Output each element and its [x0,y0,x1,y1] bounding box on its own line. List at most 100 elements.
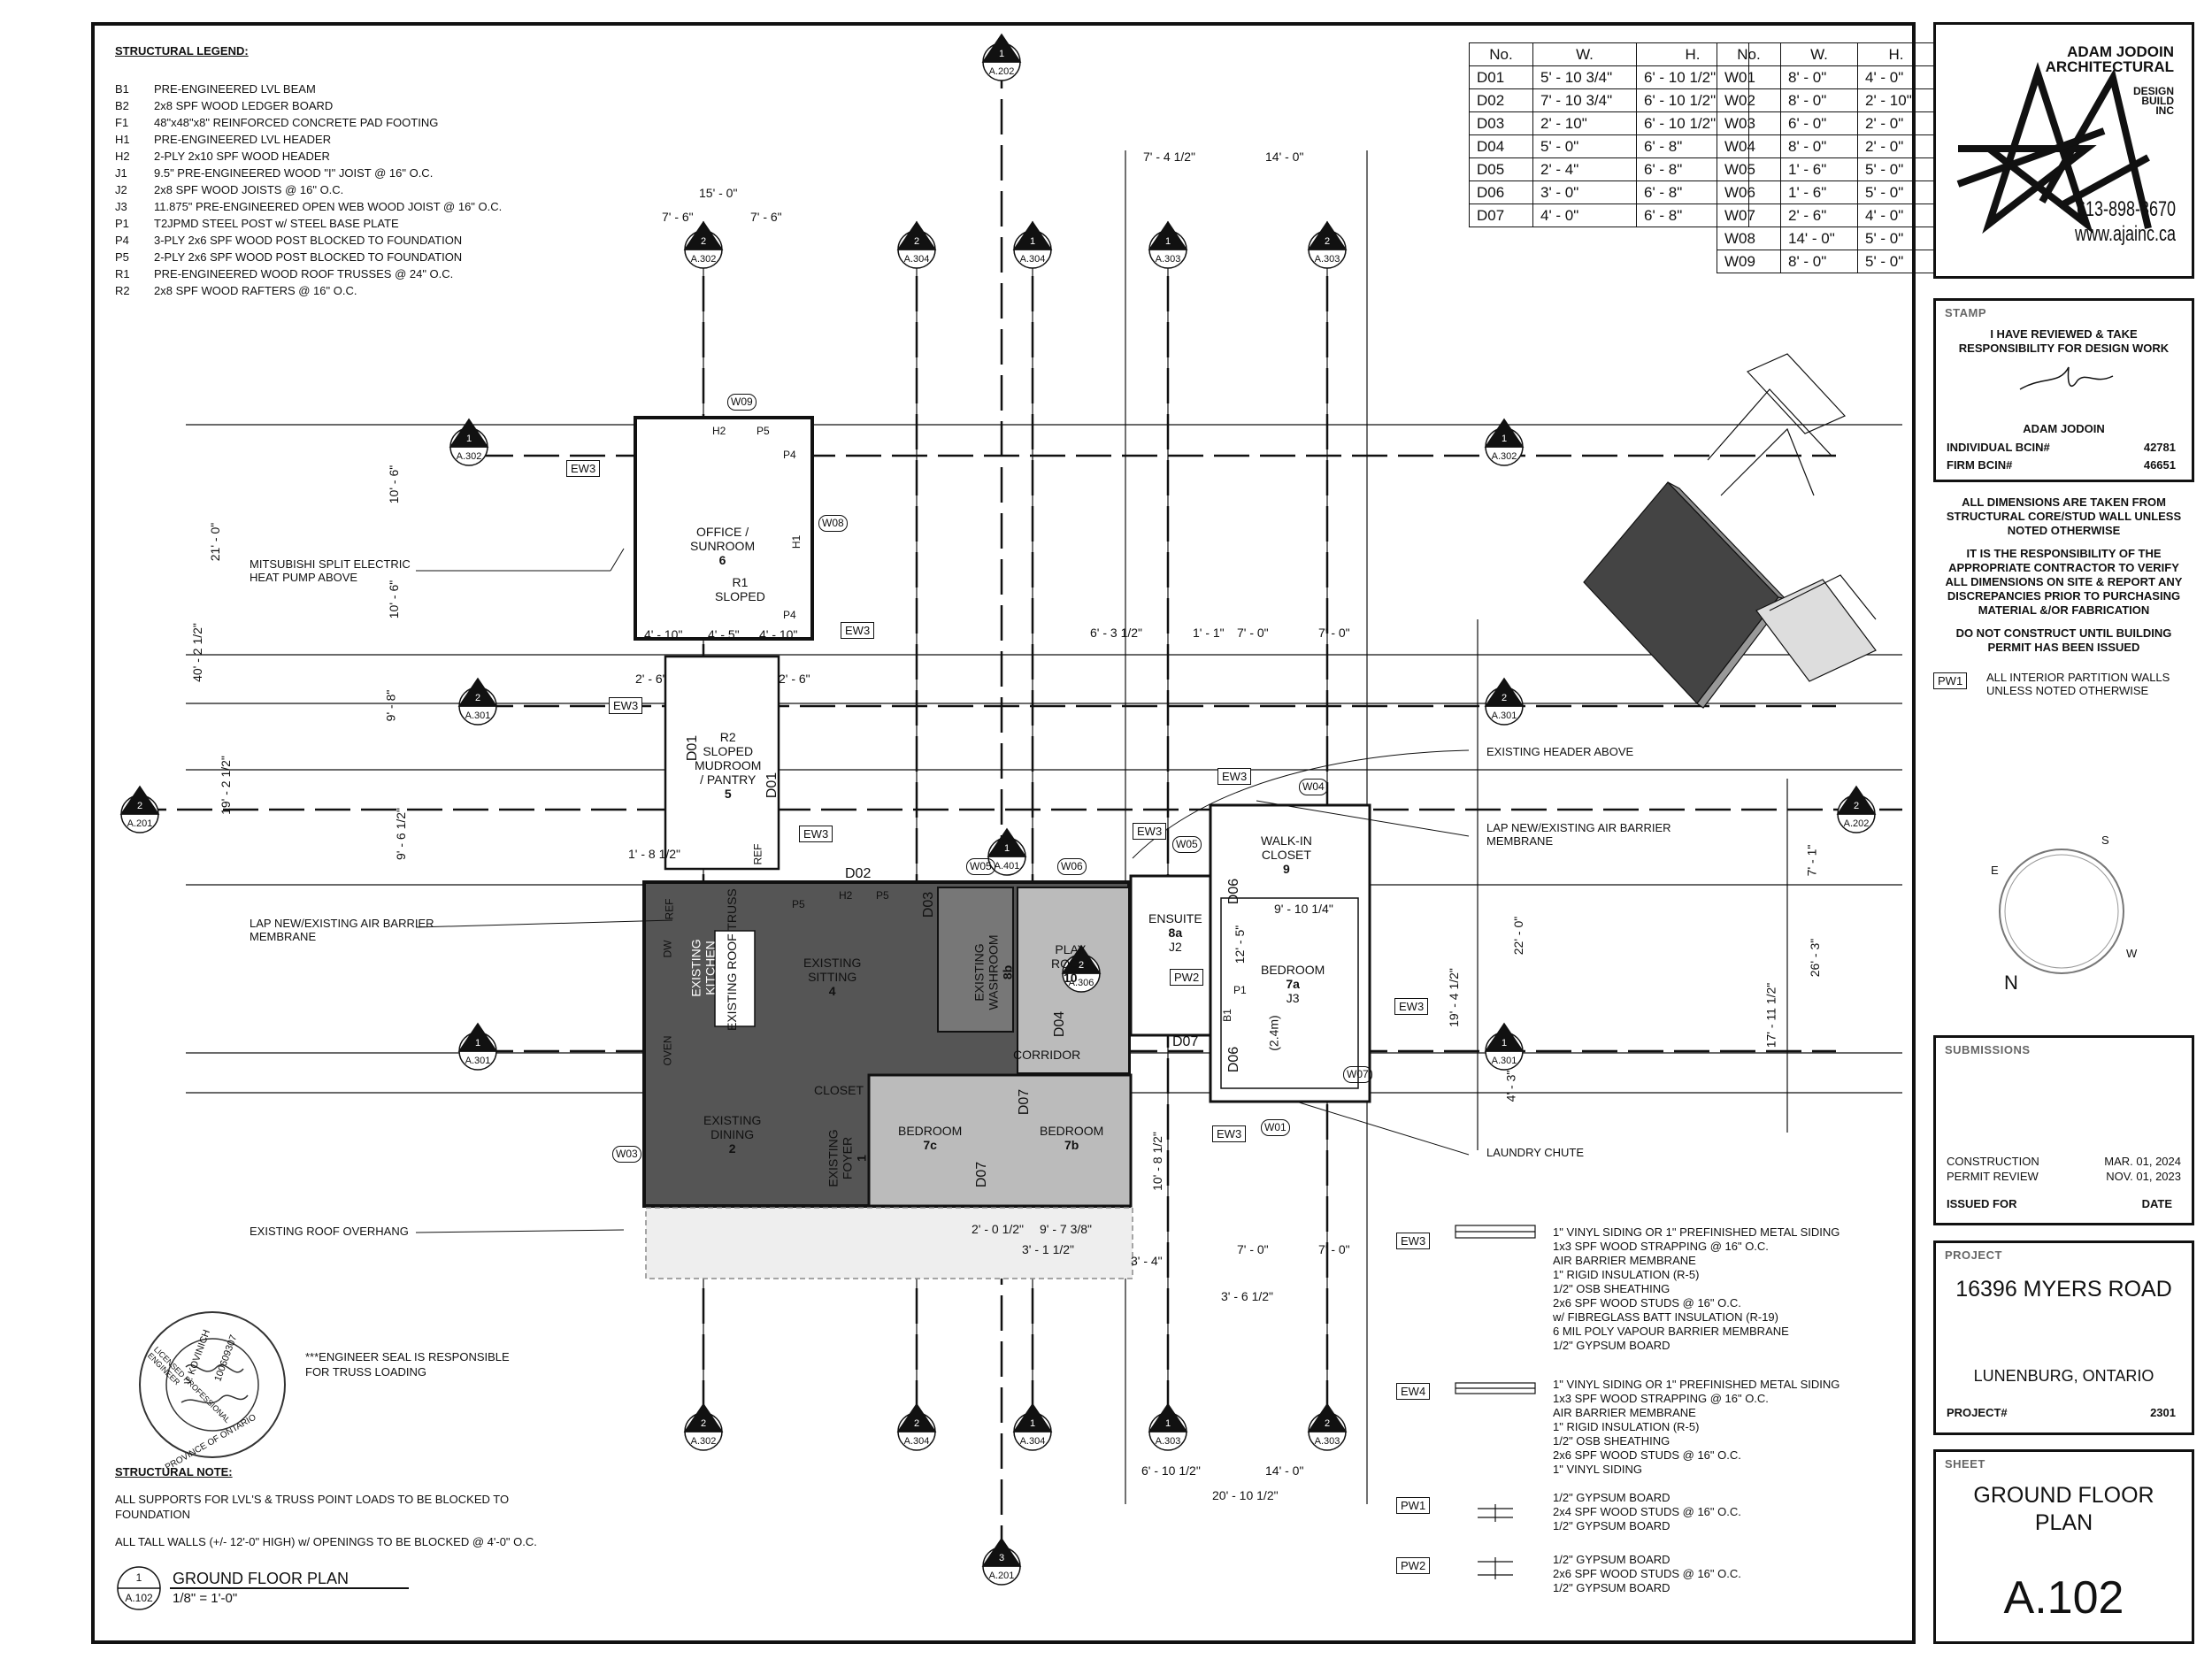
firm-logo-icon [1956,62,2152,234]
legend-text: 2x8 SPF WOOD LEDGER BOARD [154,99,334,112]
door-schedule-cell: 3' - 0" [1532,180,1637,204]
h2-label-2: H2 [712,425,726,437]
section-mark-number: 2 [913,1418,920,1429]
wall-layer: 2x6 SPF WOOD STUDS @ 16" O.C. [1553,1567,1741,1580]
room-office-2: SUNROOM [690,539,756,553]
window-schedule-cell: W03 [1717,111,1781,135]
room-r2: R2 [719,730,736,744]
section-mark-number: 1 [465,434,472,444]
wall-layer: 1" RIGID INSULATION (R-5) [1553,1420,1700,1433]
window-schedule-cell: 2' - 0" [1857,134,1935,158]
room-bedroom-7a: BEDROOM [1261,963,1325,977]
sheet-number: A.102 [2003,1572,2124,1624]
compass-icon [1999,849,2124,974]
window-schedule-cell: 1' - 6" [1780,157,1858,181]
section-mark-number: 1 [1164,236,1171,247]
legend-code: B2 [115,99,129,112]
pw1-note-a: ALL INTERIOR PARTITION WALLS [1986,671,2170,684]
door-tag-d03: D03 [921,891,937,918]
dim-7-0c: 7' - 0" [1237,1242,1269,1256]
section-mark-number: 2 [913,236,920,247]
door-schedule-cell: D07 [1469,204,1533,227]
drawing-frame [91,22,1916,1644]
compass-e: E [1991,864,1999,877]
title-num: 1 [135,1571,142,1584]
room-dining-2: DINING [710,1127,755,1141]
window-schedule-cell: W06 [1717,180,1781,204]
legend-code: H1 [115,133,130,146]
dim-40-2: 40' - 2 1/2" [189,623,204,682]
stamp-line-1: I HAVE REVIEWED & TAKE [1990,327,2138,341]
door-schedule-cell: D01 [1469,65,1533,89]
stamp-label: STAMP [1945,306,1987,319]
wall-layer: 1/2" OSB SHEATHING [1553,1282,1671,1295]
door-col-no: No. [1469,42,1533,66]
section-mark-number: 2 [1324,236,1331,247]
dim-1-1: 1' - 1" [1193,626,1225,640]
section-mark-sheet: A.306 [1068,978,1094,988]
dim-4-10: 4' - 10" [644,627,683,641]
room-walkin-num: 9 [1283,862,1290,876]
section-mark-sheet: A.303 [1314,1436,1340,1447]
section-mark-number: 3 [998,1553,1005,1563]
sheet-title-1: GROUND FLOOR [1973,1483,2154,1508]
structural-note: STRUCTURAL NOTE: ALL SUPPORTS FOR LVL'S … [115,1464,557,1562]
dim-7-6b: 7' - 6" [750,210,782,224]
firm-name-2: ARCHITECTURAL [2045,58,2174,75]
ew3-tag-d: EW3 [799,826,833,842]
title-name: GROUND FLOOR PLAN [173,1570,349,1587]
door-schedule-cell: 2' - 4" [1532,157,1637,181]
window-schedule-cell: W02 [1717,88,1781,112]
bcin-value: 42781 [2143,441,2176,454]
door-schedule-cell: 2' - 10" [1532,111,1637,135]
ew3-tag-c: EW3 [609,697,643,714]
firm-sub-1: DESIGN [2132,85,2174,97]
section-mark-number: 1 [998,49,1005,59]
room-bedroom-7c: BEDROOM [898,1124,963,1138]
room-dining-num: 2 [728,1141,736,1156]
win-tag-w07: W07 [1343,1066,1372,1083]
existing-roof-truss-label: EXISTING ROOF TRUSS [725,888,739,1031]
win-col-h: H. [1857,42,1935,66]
win-tag-w05-a: W05 [966,858,995,875]
dim-7-0b: 7' - 0" [1318,626,1350,640]
room-ensuite-num: 8a [1168,926,1183,940]
pw1-tag: PW1 [1933,672,1968,689]
ew3-tag-a: EW3 [566,460,601,477]
p4-label-2: P4 [783,609,796,621]
window-schedule-cell: 2' - 10" [1857,88,1935,112]
note-1c: NOTED OTHERWISE [2007,524,2121,537]
submissions-label: SUBMISSIONS [1945,1043,2031,1056]
legend-text: PRE-ENGINEERED LVL BEAM [154,82,316,96]
compass-s: S [2101,833,2109,847]
room-foyer-2: FOYER [840,1136,855,1180]
ew3-tag-h: EW3 [1212,1125,1247,1142]
legend-item: B2 2x8 SPF WOOD LEDGER BOARD [115,97,534,114]
p5-label-2: P5 [876,889,889,902]
north-compass: S E W N [1982,832,2141,994]
project-address: 16396 MYERS ROAD [1955,1277,2172,1302]
window-schedule-cell: 2' - 6" [1780,204,1858,227]
dim-9-10: 9' - 10 1/4" [1274,902,1333,916]
room-sitting-num: 4 [828,984,836,998]
note-1b: STRUCTURAL CORE/STUD WALL UNLESS [1946,510,2182,523]
section-mark-number: 1 [1501,1038,1508,1048]
callout-heatpump: MITSUBISHI SPLIT ELECTRIC [250,557,411,571]
door-schedule-cell: D06 [1469,180,1533,204]
wall-ew4-desc: 1" VINYL SIDING OR 1" PREFINISHED METAL … [1553,1378,1839,1477]
section-mark-sheet: A.304 [1019,1436,1046,1447]
dim-7-1: 7' - 1" [1804,844,1819,877]
